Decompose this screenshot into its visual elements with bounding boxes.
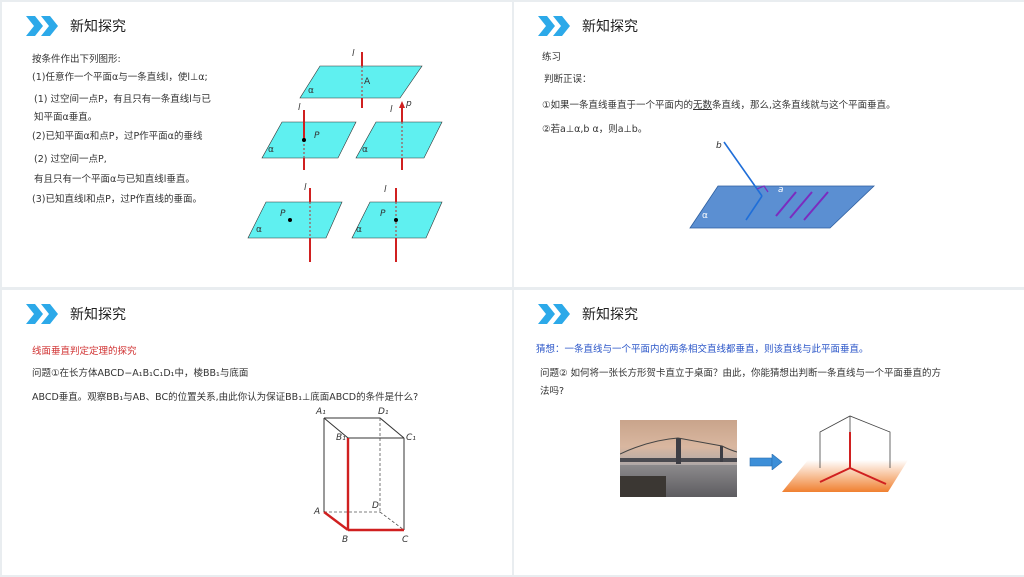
label-l: l <box>384 185 387 195</box>
text-line: 知平面α垂直。 <box>34 112 98 123</box>
plane-alpha <box>247 201 343 239</box>
arrow-up-icon <box>399 101 405 108</box>
label-P: P <box>380 209 386 219</box>
plane-alpha <box>355 121 443 159</box>
red-heading: 线面垂直判定定理的探究 <box>32 346 137 357</box>
label-alpha: α <box>362 145 368 155</box>
label-l: l <box>390 105 393 115</box>
slide-title: 新知探究 <box>70 19 126 35</box>
plane-line <box>775 191 797 217</box>
right-angle-mark <box>756 185 769 193</box>
line-plane-figure: b a α <box>689 141 875 229</box>
table-plane <box>782 460 908 492</box>
base-line <box>849 467 887 485</box>
perpendicular-planes-figure: l A α l P α l p α l P α l <box>247 49 443 262</box>
question-2: ②若a⊥α,b α，则a⊥b。 <box>542 124 648 135</box>
label-alpha: α <box>356 225 362 235</box>
label-alpha: α <box>268 145 274 155</box>
underlined-text: 无数 <box>693 100 713 111</box>
slide-1[interactable]: 新知探究 按条件作出下列图形: (1)任意作一个平面α与一条直线l，使l⊥α; … <box>2 2 512 287</box>
label-l: l <box>298 103 301 113</box>
question-2-line: 法吗? <box>540 386 565 397</box>
point-P <box>394 218 398 222</box>
slide-title: 新知探究 <box>70 307 126 323</box>
label-a: a <box>778 185 784 195</box>
card-on-table-figure <box>782 415 908 492</box>
plane-alpha <box>299 65 423 99</box>
double-chevron-icon <box>26 304 58 324</box>
label-C1: C₁ <box>406 433 416 443</box>
label-l: l <box>304 183 307 193</box>
base-line <box>819 467 851 483</box>
label-D: D <box>372 501 379 511</box>
label-D1: D₁ <box>378 407 389 417</box>
point-P <box>288 218 292 222</box>
point-P <box>302 138 306 142</box>
text-line: 有且只有一个平面α与已知直线l垂直。 <box>34 174 195 185</box>
label-P: P <box>314 131 320 141</box>
label-l: l <box>352 49 355 59</box>
slide-header: 新知探究 <box>26 304 126 324</box>
plane-alpha <box>689 185 875 229</box>
question-1-line: 问题①在长方体ABCD−A₁B₁C₁D₁中，棱BB₁与底面 <box>32 368 249 379</box>
question-2-line: 问题② 如何将一张长方形贺卡直立于桌面？由此，你能猜想出判断一条直线与一个平面垂… <box>540 368 942 379</box>
double-chevron-icon <box>538 16 570 36</box>
label-A: A <box>313 507 320 517</box>
bridge-photo <box>620 420 737 497</box>
true-false-heading: 判断正误： <box>544 74 592 85</box>
label-alpha: α <box>308 86 314 96</box>
label-b: b <box>716 141 722 151</box>
label-alpha: α <box>702 211 708 221</box>
plane-line <box>789 191 813 219</box>
label-B1: B₁ <box>336 433 346 443</box>
text-line: (2) 过空间一点P, <box>34 154 107 165</box>
label-alpha: α <box>256 225 262 235</box>
text-line: 按条件作出下列图形: <box>32 54 121 65</box>
double-chevron-icon <box>538 304 570 324</box>
plane-alpha <box>261 121 357 159</box>
text-line: (2)已知平面α和点P，过P作平面α的垂线 <box>32 131 203 142</box>
slide-header: 新知探究 <box>538 304 638 324</box>
text-line: (1) 过空间一点P，有且只有一条直线l与已 <box>34 94 211 105</box>
arrow-right-icon <box>749 454 783 470</box>
line-b <box>723 141 763 197</box>
slide-3[interactable]: 新知探究 线面垂直判定定理的探究 问题①在长方体ABCD−A₁B₁C₁D₁中，棱… <box>2 290 512 575</box>
slide-header: 新知探究 <box>26 16 126 36</box>
question-1-text: ①如果一条直线垂直于一个平面内的 <box>542 100 694 111</box>
plane-line <box>803 191 829 221</box>
label-P: P <box>280 209 286 219</box>
question-1: ①如果一条直线垂直于一个平面内的无数条直线，那么,这条直线就与这个平面垂直。 <box>542 100 896 112</box>
edge-AB <box>323 511 349 531</box>
conjecture-text: 猜想：一条直线与一个平面内的两条相交直线都垂直，则该直线与此平面垂直。 <box>536 344 869 355</box>
label-B: B <box>342 535 348 545</box>
slide-4[interactable]: 新知探究 猜想：一条直线与一个平面内的两条相交直线都垂直，则该直线与此平面垂直。… <box>514 290 1024 575</box>
question-1-line: ABCD垂直。观察BB₁与AB、BC的位置关系,由此你认为保证BB₁⊥底面ABC… <box>32 392 419 403</box>
label-C: C <box>402 535 409 545</box>
slide-header: 新知探究 <box>538 16 638 36</box>
double-chevron-icon <box>26 16 58 36</box>
text-line: (3)已知直线l和点P，过P作直线的垂面。 <box>32 194 203 205</box>
slide-title: 新知探究 <box>582 19 638 35</box>
text-line: (1)任意作一个平面α与一条直线l，使l⊥α; <box>32 72 208 83</box>
slide-2[interactable]: 新知探究 练习 判断正误： ①如果一条直线垂直于一个平面内的无数条直线，那么,这… <box>514 2 1024 287</box>
slide-title: 新知探究 <box>582 307 638 323</box>
label-A1: A₁ <box>315 407 326 417</box>
bridge-icon <box>620 437 737 497</box>
question-1-text: 条直线，那么,这条直线就与这个平面垂直。 <box>712 100 896 111</box>
cuboid-figure: A₁ D₁ B₁ C₁ A D B C <box>313 407 416 545</box>
label-p: p <box>405 99 412 109</box>
label-A: A <box>364 77 371 87</box>
exercise-heading: 练习 <box>542 52 562 63</box>
line-a <box>745 195 763 221</box>
